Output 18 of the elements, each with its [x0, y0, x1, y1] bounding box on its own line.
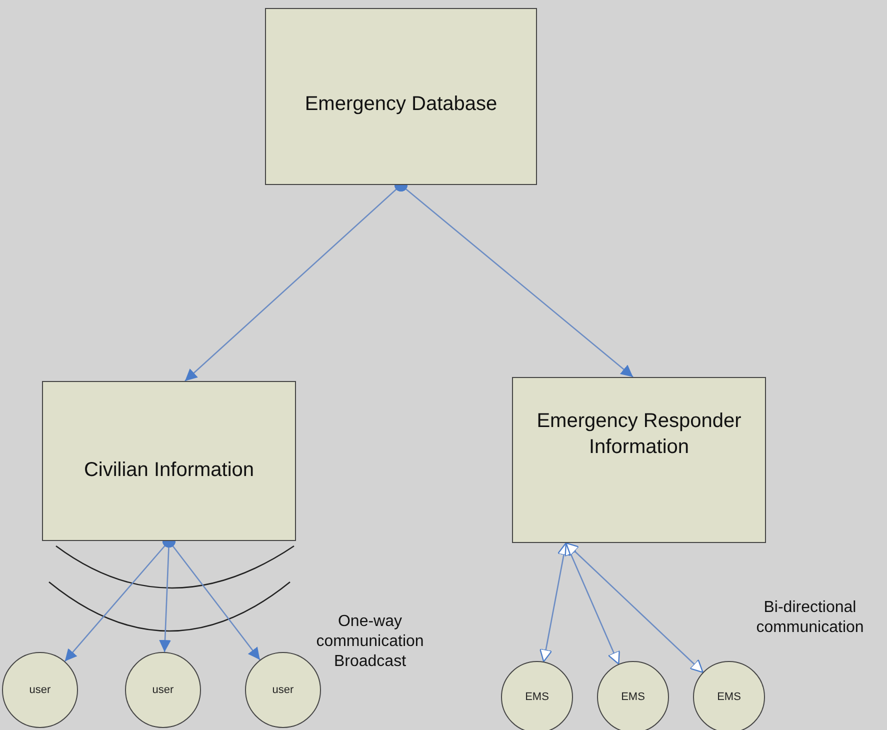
arrow [565, 542, 704, 673]
node-label: EMS [525, 691, 549, 703]
node-label: EMS [717, 691, 741, 703]
annotation-text: One-way communication Broadcast [315, 612, 425, 672]
node-label: EMS [621, 691, 645, 703]
endpoint-circle [693, 661, 765, 730]
box-title: Emergency Database [304, 92, 498, 117]
arrow [564, 542, 620, 665]
annotation-text: Bi-directional communication [755, 598, 865, 638]
node-label: user [272, 684, 294, 696]
arrow [539, 542, 570, 662]
box-title: Emergency Responder Information [536, 409, 742, 460]
node-label: user [152, 684, 174, 696]
process-box [42, 381, 296, 541]
process-box [512, 377, 766, 543]
node-label: user [29, 684, 51, 696]
process-box [265, 8, 537, 185]
box-title: Civilian Information [82, 458, 256, 483]
